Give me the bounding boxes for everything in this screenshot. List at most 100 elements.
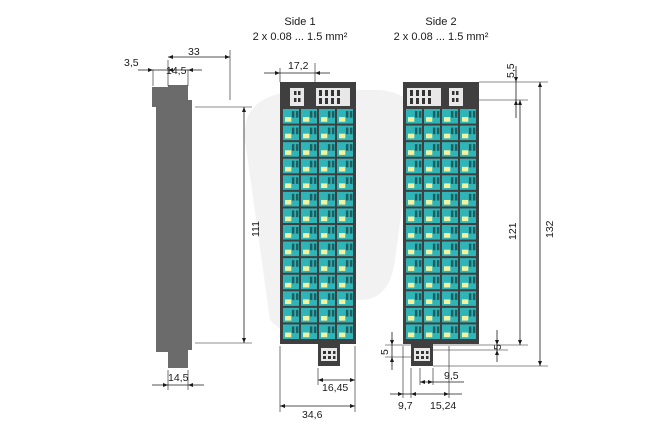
terminal-slot — [291, 309, 295, 317]
terminal-slot — [414, 309, 418, 317]
terminal-marker — [408, 117, 415, 122]
terminal-marker — [285, 166, 292, 172]
terminal-slot — [331, 326, 335, 334]
dim-side-height: 111 — [250, 221, 262, 237]
terminal-slot — [450, 210, 454, 218]
terminal-slot — [309, 243, 313, 251]
terminal-slot — [414, 193, 418, 201]
terminal-slot — [349, 127, 353, 135]
terminal-slot — [468, 227, 472, 234]
terminal-marker — [408, 315, 415, 321]
terminal-slot — [472, 160, 476, 168]
terminal-slot — [472, 243, 476, 251]
terminal-marker — [321, 282, 328, 288]
terminal-slot — [309, 160, 313, 168]
terminal-slot — [327, 326, 331, 334]
dim-s2-height-total: 132 — [544, 220, 556, 238]
terminal-slot — [309, 177, 313, 184]
terminal-slot — [313, 309, 317, 317]
terminal-slot — [309, 193, 313, 201]
terminal-marker — [408, 216, 415, 222]
terminal-marker — [321, 315, 328, 321]
terminal-slot — [291, 144, 295, 151]
terminal-slot — [468, 276, 472, 284]
terminal-marker — [321, 133, 328, 139]
terminal-slot — [295, 309, 299, 317]
terminal-slot — [468, 193, 472, 201]
terminal-slot — [436, 144, 440, 151]
terminal-slot — [345, 326, 349, 334]
terminal-marker — [462, 199, 469, 205]
terminal-slot — [432, 160, 436, 168]
terminal-slot — [414, 177, 418, 184]
terminal-slot — [454, 243, 458, 251]
dim-s2-nine5: 9,5 — [444, 370, 459, 382]
terminal-marker — [321, 233, 328, 238]
terminal-slot — [436, 227, 440, 234]
terminal-slot — [454, 144, 458, 151]
terminal-marker — [285, 117, 292, 122]
terminal-slot — [291, 276, 295, 284]
terminal-slot — [327, 160, 331, 168]
terminal-slot — [327, 243, 331, 251]
terminal-marker — [303, 117, 310, 122]
terminal-slot — [418, 243, 422, 251]
terminal-slot — [432, 193, 436, 201]
terminal-slot — [454, 309, 458, 317]
side2-view: Side 2 2 x 0.08 ... 1.5 mm² 5,5 121 — [379, 16, 556, 412]
terminal-marker — [339, 299, 346, 305]
terminal-slot — [454, 160, 458, 168]
side1-spec: 2 x 0.08 ... 1.5 mm² — [253, 31, 348, 43]
terminal-marker — [285, 315, 292, 321]
terminal-slot — [436, 309, 440, 317]
terminal-slot — [436, 193, 440, 201]
terminal-marker — [285, 183, 292, 189]
terminal-slot — [313, 144, 317, 151]
terminal-marker — [303, 315, 310, 321]
terminal-slot — [327, 227, 331, 234]
terminal-slot — [345, 227, 349, 234]
terminal-slot — [313, 227, 317, 234]
terminal-marker — [408, 233, 415, 238]
side-profile-foot — [156, 345, 192, 368]
terminal-slot — [295, 160, 299, 168]
terminal-slot — [436, 326, 440, 334]
terminal-slot — [450, 309, 454, 317]
terminal-slot — [414, 227, 418, 234]
terminal-marker — [408, 133, 415, 139]
terminal-slot — [295, 193, 299, 201]
terminal-marker — [321, 266, 328, 271]
side1-top-connector-left — [290, 88, 304, 106]
terminal-marker — [408, 150, 415, 155]
terminal-slot — [472, 144, 476, 151]
side2-top-connector-right — [449, 88, 463, 106]
terminal-slot — [327, 111, 331, 118]
terminal-slot — [436, 177, 440, 184]
terminal-slot — [313, 243, 317, 251]
terminal-slot — [331, 127, 335, 135]
terminal-slot — [291, 160, 295, 168]
terminal-slot — [414, 326, 418, 334]
terminal-marker — [339, 199, 346, 205]
terminal-marker — [444, 332, 451, 338]
terminal-slot — [295, 144, 299, 151]
terminal-marker — [339, 249, 346, 255]
terminal-slot — [349, 243, 353, 251]
terminal-slot — [450, 111, 454, 118]
terminal-marker — [426, 133, 433, 139]
terminal-slot — [472, 177, 476, 184]
dim-s2-five-right: 5 — [492, 344, 504, 350]
terminal-slot — [349, 193, 353, 201]
terminal-slot — [345, 111, 349, 118]
terminal-slot — [436, 243, 440, 251]
terminal-slot — [327, 210, 331, 218]
terminal-slot — [472, 193, 476, 201]
terminal-slot — [472, 326, 476, 334]
terminal-slot — [331, 144, 335, 151]
dim-s1-connector: 16,45 — [322, 382, 348, 394]
terminal-slot — [436, 160, 440, 168]
terminal-slot — [468, 127, 472, 135]
side2-title: Side 2 — [425, 16, 456, 28]
terminal-slot — [450, 276, 454, 284]
terminal-slot — [414, 160, 418, 168]
